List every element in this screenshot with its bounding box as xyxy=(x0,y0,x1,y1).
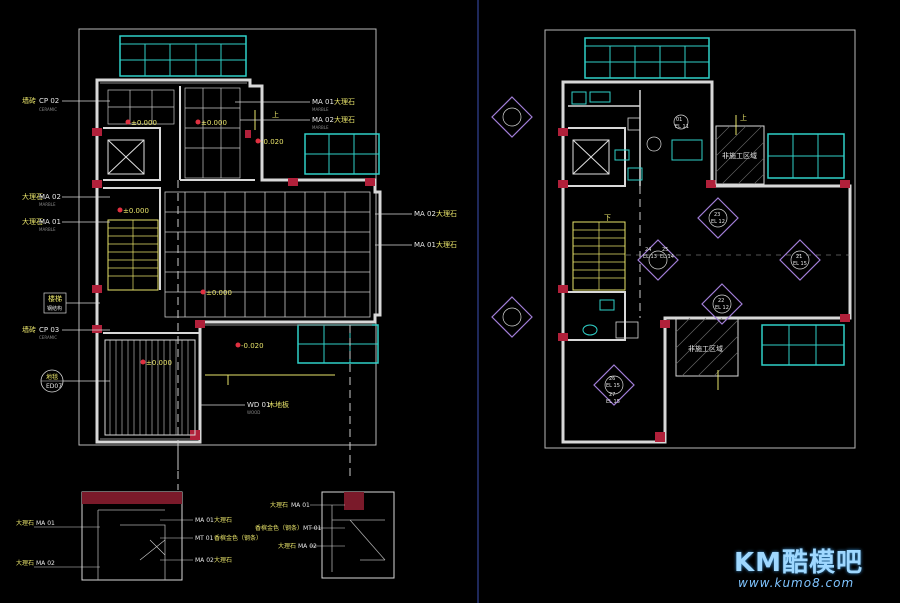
d1-r2-code: MT 01 xyxy=(195,535,214,542)
label-l3-code: MA 01 xyxy=(39,218,61,226)
tag3-top: 24 xyxy=(645,247,651,253)
label-l5-code: CP 03 xyxy=(39,326,59,334)
sheet-frame-left xyxy=(78,28,377,446)
level-a: ±0.000 xyxy=(131,119,157,127)
level-c: -0.020 xyxy=(261,138,284,146)
tag1-bot: EL 11 xyxy=(675,124,689,130)
label-l2-code: MA 02 xyxy=(39,193,61,201)
level-e: ±0.000 xyxy=(206,289,232,297)
d2-l2-code: MT 01 xyxy=(303,525,322,532)
left-floor-plan: ±0.000 ±0.000 -0.020 ±0.000 ±0.000 ±0.00… xyxy=(22,35,457,480)
d1-r3-title: 大理石 xyxy=(214,556,232,564)
label-l5-sub: CERAMIC xyxy=(39,335,57,340)
level-f: ±0.000 xyxy=(146,359,172,367)
level-g: -0.020 xyxy=(241,342,264,350)
tag6-top: 22 xyxy=(718,298,724,304)
d1-r3-code: MA 02 xyxy=(195,557,214,564)
down-mark-right: 下 xyxy=(604,214,611,222)
tag6-bot: EL 12 xyxy=(715,305,729,311)
label-l6-title: 地毯 xyxy=(46,373,58,381)
tag4-top: 25 xyxy=(662,247,668,253)
label-l6-sub: ED07 xyxy=(46,383,62,390)
label-wood-title: 木地板 xyxy=(268,400,289,409)
label-l2-title: 大理石 xyxy=(22,192,43,201)
label-wood-sub: WOOD xyxy=(247,410,260,415)
label-r2-sub: MARBLE xyxy=(312,125,329,130)
d1-l2-title: 大理石 xyxy=(16,559,34,567)
tag1-top: 01 xyxy=(676,117,682,123)
label-r3-title: 大理石 xyxy=(436,209,457,218)
label-l4-title: 楼梯 xyxy=(48,294,62,303)
level-b: ±0.000 xyxy=(201,119,227,127)
up-mark-right: 上 xyxy=(740,113,747,122)
label-l3-title: 大理石 xyxy=(22,217,43,226)
label-r1-title: 大理石 xyxy=(334,97,355,106)
d1-l1-title: 大理石 xyxy=(16,519,34,527)
label-r2-title: 大理石 xyxy=(334,115,355,124)
non-construction-zone-1: 非施工区域 xyxy=(715,125,765,185)
tag8-bot: EL 15 xyxy=(606,399,620,405)
label-l4-sub: 钢结构 xyxy=(47,305,62,312)
label-r1-sub: MARBLE xyxy=(312,107,329,112)
right-floor-plan: 非施工区域 非施工区域 上 下 xyxy=(491,37,852,444)
tag8-top: 27 xyxy=(609,392,615,398)
level-d: ±0.000 xyxy=(123,207,149,215)
label-r1-code: MA 01 xyxy=(312,98,334,106)
detail-drawing-1: 大理石 MA 01 大理石 MA 02 MA 01 大理石 MT 01 香槟金色… xyxy=(16,445,262,581)
d2-l1-code: MA 01 xyxy=(291,502,310,509)
label-l3-sub: MARBLE xyxy=(39,227,56,232)
tag4-bot: EL 14 xyxy=(660,254,674,260)
label-r4-title: 大理石 xyxy=(436,240,457,249)
label-l1-title: 墙砖 xyxy=(22,96,36,105)
tag5-bot: EL 15 xyxy=(793,261,807,267)
tag7-top: 26 xyxy=(609,376,615,382)
d2-l1-title: 大理石 xyxy=(270,501,288,509)
d1-l1-code: MA 01 xyxy=(36,520,55,527)
sheet-frame-right xyxy=(544,29,856,449)
up-mark-left: 上 xyxy=(272,110,279,119)
tag3-bot: EL 13 xyxy=(643,254,657,260)
tag2-bot: EL 12 xyxy=(711,219,725,225)
d2-l3-code: MA 02 xyxy=(298,543,317,550)
label-r2-code: MA 02 xyxy=(312,116,334,124)
d1-r1-title: 大理石 xyxy=(214,516,232,524)
detail-drawing-2: 大理石 MA 01 香槟金色（钢条） MT 01 大理石 MA 02 xyxy=(255,491,395,579)
label-wood-code: WD 01 xyxy=(247,401,270,409)
d1-r2-title: 香槟金色（钢条） xyxy=(214,534,262,542)
zone2-label: 非施工区域 xyxy=(688,344,723,353)
label-l2-sub: MARBLE xyxy=(39,202,56,207)
tag2-top: 23 xyxy=(714,212,720,218)
d2-l3-title: 大理石 xyxy=(278,542,296,550)
d1-r1-code: MA 01 xyxy=(195,517,214,524)
tag5-top: 21 xyxy=(796,254,802,260)
tag7-bot: EL 15 xyxy=(606,383,620,389)
label-l1-sub: CERAMIC xyxy=(39,107,57,112)
label-l1-code: CP 02 xyxy=(39,97,59,105)
d1-l2-code: MA 02 xyxy=(36,560,55,567)
label-r3-code: MA 02 xyxy=(414,210,436,218)
label-l5-title: 墙砖 xyxy=(22,325,36,334)
zone1-label: 非施工区域 xyxy=(722,151,757,160)
label-r4-code: MA 01 xyxy=(414,241,436,249)
d2-l2-title: 香槟金色（钢条） xyxy=(255,524,303,532)
non-construction-zone-2: 非施工区域 xyxy=(675,317,739,377)
